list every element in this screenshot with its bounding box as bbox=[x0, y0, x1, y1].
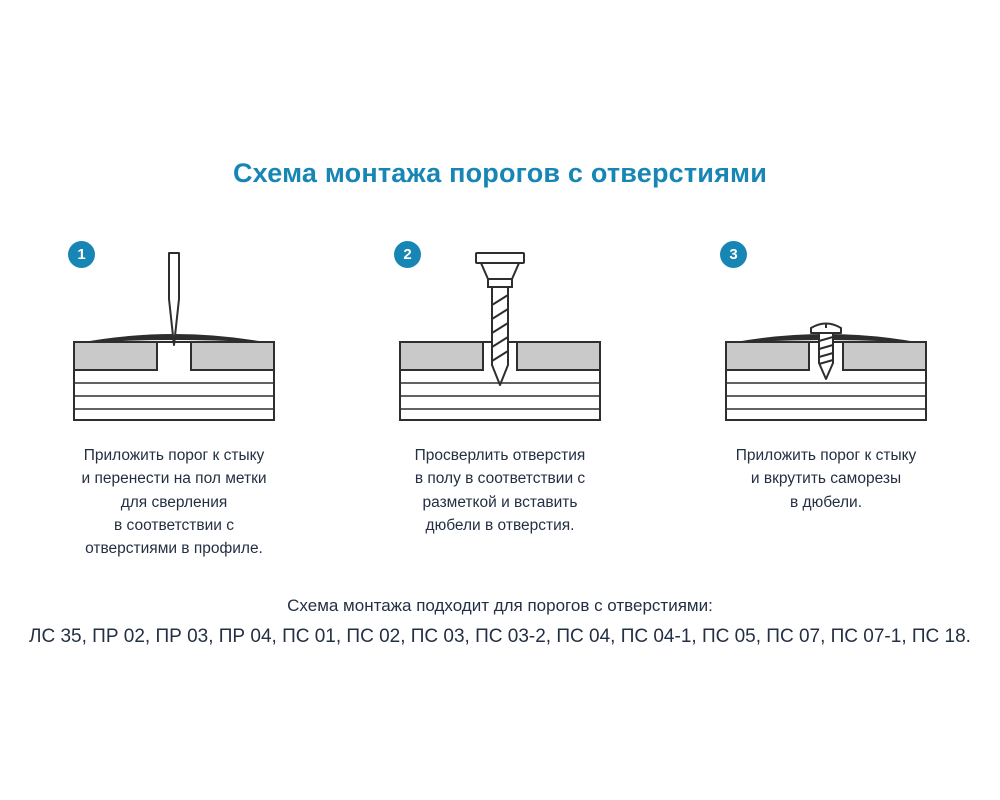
footer: Схема монтажа подходит для порогов с отв… bbox=[0, 596, 1000, 648]
step-1-number-badge: 1 bbox=[68, 241, 95, 268]
drill-icon bbox=[399, 252, 601, 421]
step-2-caption: Просверлить отверстия в полу в соответст… bbox=[414, 447, 586, 534]
step-3: 3 bbox=[706, 241, 946, 560]
step-1: 1 Приложить порог к стыку и перенести на… bbox=[54, 241, 294, 560]
step-2: 2 bbox=[380, 241, 620, 560]
step-1-caption: Приложить порог к стыку и перенести на п… bbox=[81, 447, 267, 557]
drill-bit-icon bbox=[475, 252, 525, 386]
step-3-caption: Приложить порог к стыку и вкрутить самор… bbox=[735, 447, 917, 511]
screw-in-threshold-icon bbox=[725, 322, 927, 421]
footer-model-list: ЛС 35, ПР 02, ПР 03, ПР 04, ПС 01, ПС 02… bbox=[29, 626, 971, 648]
screw-icon bbox=[810, 322, 842, 380]
step-2-number-badge: 2 bbox=[394, 241, 421, 268]
floor-cross-section bbox=[73, 341, 275, 421]
steps-row: 1 Приложить порог к стыку и перенести на… bbox=[0, 241, 1000, 560]
awl-icon bbox=[168, 252, 180, 346]
page-title: Схема монтажа порогов с отверстиями bbox=[232, 158, 768, 188]
awl-marking-icon bbox=[73, 252, 275, 421]
footer-compatibility-note: Схема монтажа подходит для порогов с отв… bbox=[287, 596, 713, 616]
step-3-number-badge: 3 bbox=[720, 241, 747, 268]
